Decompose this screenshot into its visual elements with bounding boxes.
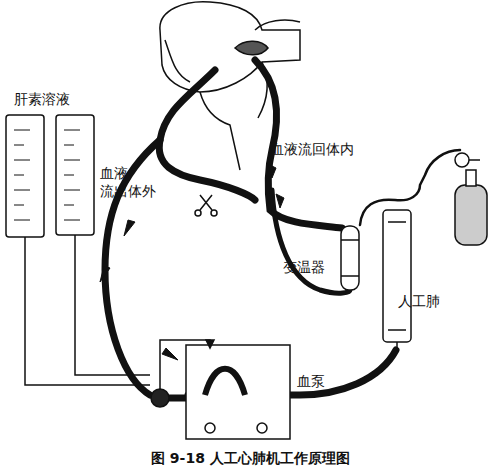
part-label: 肝素溶液 (14, 90, 94, 108)
part-label: 变温器 (283, 258, 343, 276)
flow-label: 血液 流出体外 (100, 164, 162, 200)
heparin-bags (6, 115, 150, 385)
figure-caption: 图 9-18 人工心肺机工作原理图 (151, 450, 350, 468)
flow-arrows (100, 164, 284, 360)
part-label: 血泵 (297, 372, 347, 390)
scissors-clamp (195, 195, 217, 216)
artificial-lung (383, 210, 411, 352)
flow-label: 血液流回体内 (270, 140, 380, 158)
heat-exchanger (341, 226, 359, 290)
pump-box (151, 340, 290, 439)
oxygen-tank (455, 153, 487, 245)
part-label: 人工肺 (398, 292, 458, 310)
